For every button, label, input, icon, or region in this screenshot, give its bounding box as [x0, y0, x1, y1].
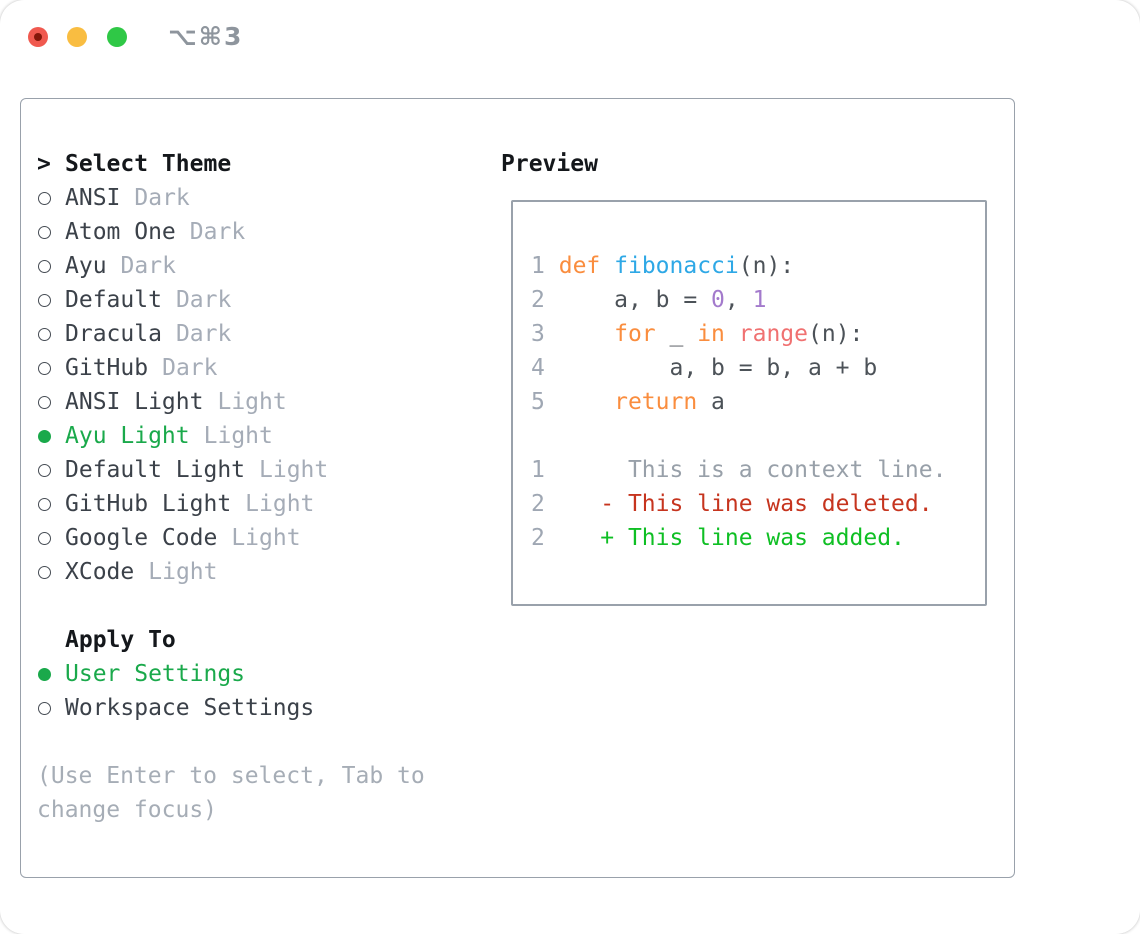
- titlebar: ⌥⌘3: [0, 0, 1140, 74]
- minimize-button[interactable]: [67, 27, 87, 47]
- blank-line: [531, 419, 985, 453]
- diff-line: 1 This is a context line.: [531, 457, 947, 483]
- theme-option-github-dark[interactable]: GitHub Dark: [37, 351, 477, 385]
- theme-list-title: Select Theme: [65, 151, 232, 177]
- preview-code: 1 def fibonacci(n): 2 a, b = 0, 1 3 for _ …: [511, 200, 987, 606]
- apply-to-header: Apply To: [37, 623, 477, 657]
- radio-icon: [38, 259, 51, 273]
- variant-badge: Light: [259, 457, 329, 483]
- theme-option-default-light[interactable]: Default Light Light: [37, 453, 477, 487]
- theme-option-default-dark[interactable]: Default Dark: [37, 283, 477, 317]
- radio-icon: [38, 531, 51, 545]
- radio-icon: [38, 565, 51, 579]
- help-text-line-2: change focus): [37, 797, 218, 823]
- spacer: [37, 589, 477, 623]
- theme-option-google-code[interactable]: Google Code Light: [37, 521, 477, 555]
- preview-section: Preview 1 def fibonacci(n): 2 a, b = 0, 1…: [501, 147, 1001, 606]
- radio-icon: [38, 497, 51, 511]
- variant-badge: Dark: [189, 219, 246, 245]
- apply-to-title: Apply To: [65, 627, 176, 653]
- apply-option-user-settings[interactable]: User Settings: [37, 657, 477, 691]
- close-dot-icon: [34, 33, 42, 41]
- apply-option-workspace-settings[interactable]: Workspace Settings: [37, 691, 477, 725]
- variant-badge: Light: [231, 525, 301, 551]
- preview-title: Preview: [501, 151, 598, 177]
- theme-option-ansi-light[interactable]: ANSI Light Light: [37, 385, 477, 419]
- variant-badge: Dark: [134, 185, 190, 211]
- theme-list-header: > Select Theme: [37, 147, 477, 181]
- theme-list: > Select Theme ANSI Dark Atom One Dark A…: [37, 147, 477, 827]
- window-shortcut-label: ⌥⌘3: [168, 22, 244, 51]
- radio-icon: [38, 701, 51, 715]
- diff-line: 2 - This line was deleted.: [531, 491, 933, 517]
- radio-icon: [38, 293, 51, 307]
- theme-option-dracula-dark[interactable]: Dracula Dark: [37, 317, 477, 351]
- code-line: 5 return a: [531, 389, 725, 415]
- theme-option-ayu-light[interactable]: Ayu Light Light: [37, 419, 477, 453]
- variant-badge: Dark: [175, 287, 232, 313]
- zoom-button[interactable]: [107, 27, 127, 47]
- code-line: 2 a, b = 0, 1: [531, 287, 767, 313]
- code-line: 1 def fibonacci(n):: [531, 253, 795, 279]
- prompt-icon: >: [37, 151, 51, 177]
- variant-badge: Light: [148, 559, 218, 585]
- radio-icon: [38, 327, 51, 341]
- radio-icon: [38, 191, 51, 205]
- theme-option-ayu-dark[interactable]: Ayu Dark: [37, 249, 477, 283]
- help-text-line-1: (Use Enter to select, Tab to: [37, 763, 425, 789]
- radio-icon: [38, 667, 51, 681]
- diff-line: 2 + This line was added.: [531, 525, 905, 551]
- theme-option-github-light[interactable]: GitHub Light Light: [37, 487, 477, 521]
- spacer: [37, 725, 477, 759]
- radio-icon: [38, 429, 51, 443]
- variant-badge: Dark: [120, 253, 176, 279]
- variant-badge: Light: [203, 423, 273, 449]
- radio-icon: [38, 361, 51, 375]
- theme-option-ansi-dark[interactable]: ANSI Dark: [37, 181, 477, 215]
- radio-icon: [38, 463, 51, 477]
- variant-badge: Dark: [162, 355, 218, 381]
- close-button[interactable]: [28, 27, 48, 47]
- theme-option-atom-one-dark[interactable]: Atom One Dark: [37, 215, 477, 249]
- code-line: 3 for _ in range(n):: [531, 321, 864, 347]
- variant-badge: Light: [217, 389, 287, 415]
- main-panel: > Select Theme ANSI Dark Atom One Dark A…: [20, 98, 1015, 878]
- code-line: 4 a, b = b, a + b: [531, 355, 878, 381]
- variant-badge: Light: [245, 491, 315, 517]
- radio-icon: [38, 395, 51, 409]
- theme-option-xcode[interactable]: XCode Light: [37, 555, 477, 589]
- radio-icon: [38, 225, 51, 239]
- variant-badge: Dark: [175, 321, 232, 347]
